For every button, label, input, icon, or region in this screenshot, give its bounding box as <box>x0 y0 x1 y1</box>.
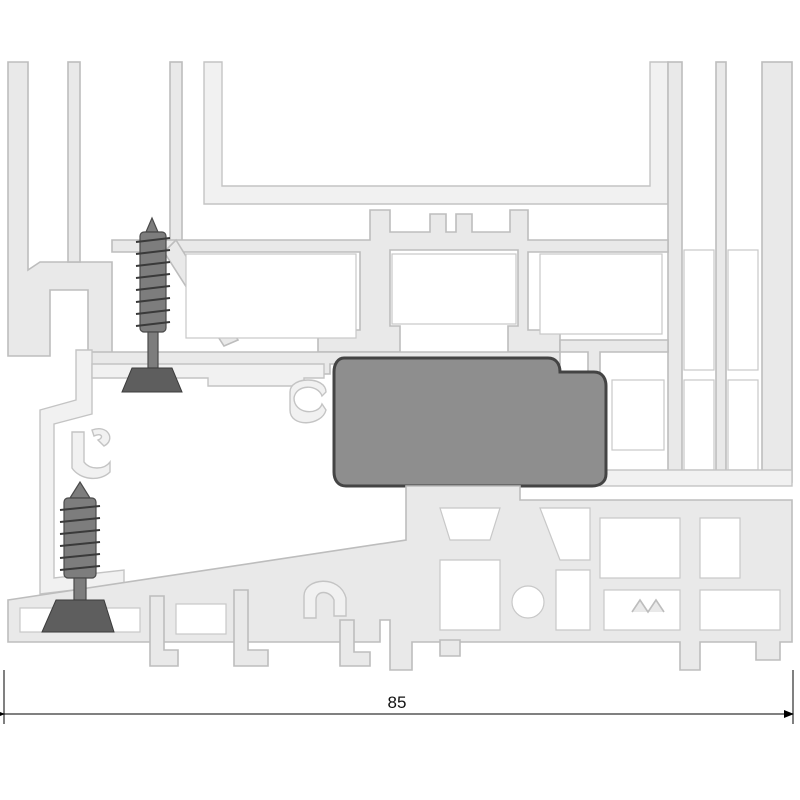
lower-screw <box>41 480 115 633</box>
width-dimension: 85 <box>0 670 794 724</box>
thermal-insert <box>332 356 608 488</box>
upper-screw <box>121 216 183 393</box>
frame-profile <box>7 485 793 671</box>
sash-profile <box>7 61 793 487</box>
dimension-value: 85 <box>388 693 407 712</box>
